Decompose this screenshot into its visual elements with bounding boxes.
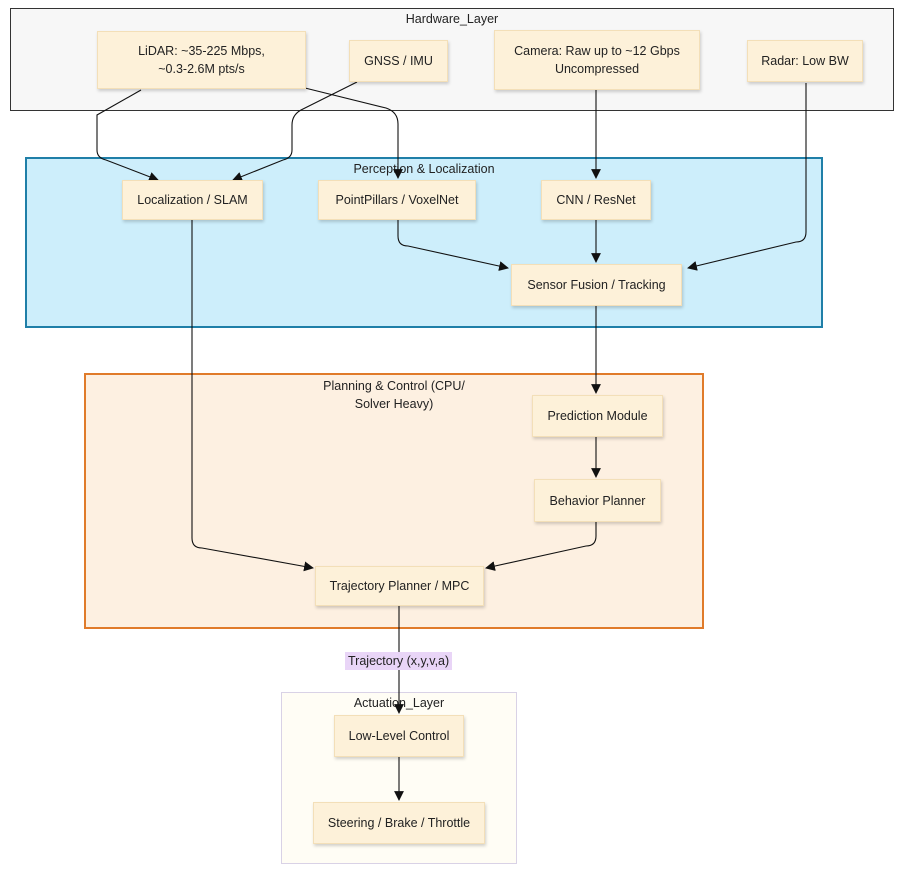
pointpillars-voxelnet-node[interactable]: PointPillars / VoxelNet xyxy=(318,180,476,220)
trajectory-planner-mpc-node[interactable]: Trajectory Planner / MPC xyxy=(315,566,484,606)
camera-node[interactable]: Camera: Raw up to ~12 Gbps Uncompressed xyxy=(494,30,700,90)
sensor-fusion-tracking-node[interactable]: Sensor Fusion / Tracking xyxy=(511,264,682,306)
prediction-module-node[interactable]: Prediction Module xyxy=(532,395,663,437)
radar-node[interactable]: Radar: Low BW xyxy=(747,40,863,82)
actuation-title: Actuation_Layer xyxy=(353,696,445,710)
cnn-resnet-node[interactable]: CNN / ResNet xyxy=(541,180,651,220)
trajectory-edge-label: Trajectory (x,y,v,a) xyxy=(345,652,453,670)
behavior-planner-node[interactable]: Behavior Planner xyxy=(534,479,661,522)
localization-slam-node[interactable]: Localization / SLAM xyxy=(122,180,263,220)
steering-brake-throttle-node[interactable]: Steering / Brake / Throttle xyxy=(313,802,485,844)
gnss-imu-node[interactable]: GNSS / IMU xyxy=(349,40,448,82)
planning-title: Planning & Control (CPU/ Solver Heavy) xyxy=(323,379,465,411)
lidar-node[interactable]: LiDAR: ~35-225 Mbps, ~0.3-2.6M pts/s xyxy=(97,31,306,89)
perception-title: Perception & Localization xyxy=(353,162,495,176)
low-level-control-node[interactable]: Low-Level Control xyxy=(334,715,464,757)
hardware-layer-title: Hardware_Layer xyxy=(405,12,499,26)
